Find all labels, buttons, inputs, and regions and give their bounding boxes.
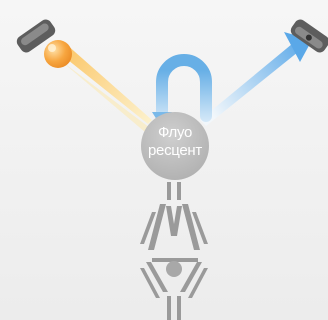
detector-mirror [290,19,328,53]
antibody-icon [140,182,208,320]
light-source-mirror [16,19,56,53]
emission-beam [200,32,312,126]
fluorescent-label: Флуо ресцент [138,124,212,160]
fluorescent-particle [141,112,209,180]
fluorescent-label-line1: Флуо [157,124,193,141]
fluorescent-label-line2: ресцент [147,142,202,159]
excitation-beam [58,44,152,132]
light-bulb-icon [44,40,72,68]
